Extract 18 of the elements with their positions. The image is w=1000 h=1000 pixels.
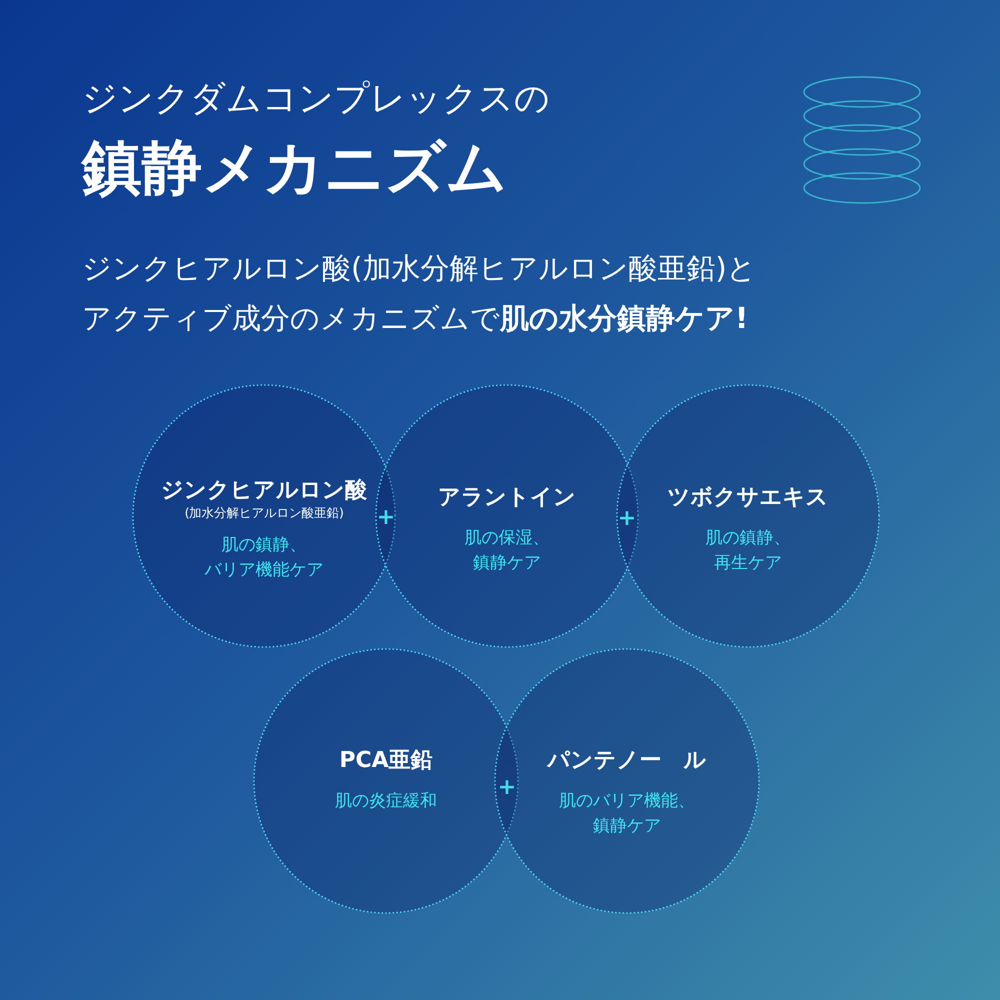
ingredient-effect: 肌の保湿、鎮静ケア (464, 527, 550, 575)
title: ジンクダムコンプレックスの鎮静メカニズム (82, 78, 550, 204)
ingredient-name: アラントイン (438, 485, 576, 511)
plus-sign: + (498, 777, 516, 799)
ingredient-effect: 肌の鎮静、再生ケア (704, 527, 792, 575)
ingredient-effect: 肌のバリア機能、鎮静ケア (558, 790, 696, 838)
plus-sign: + (376, 507, 396, 529)
ingredient-effect: 肌の鎮静、バリア機能ケア (204, 534, 324, 582)
ingredient-name: ジンクヒアルロン酸 (161, 478, 367, 504)
ingredient-name: PCA亜鉛 (339, 748, 433, 774)
ingredient-chemical-name: (加水分解ヒアルロン酸亜鉛) (184, 504, 344, 522)
ingredient-circle (494, 648, 760, 914)
ingredient-name: ツボクサエキス (668, 485, 828, 511)
plus-sign: + (618, 508, 636, 530)
ingredient-effect: 肌の炎症緩和 (335, 790, 437, 813)
subtitle: ジンクヒアルロン酸(加水分解ヒアルロン酸亜鉛)とアクティブ成分のメカニズムで肌の水分鎮静ケア! (82, 250, 758, 337)
ingredient-name: パンテノー ル (548, 748, 706, 774)
ingredient-circle (616, 384, 880, 648)
